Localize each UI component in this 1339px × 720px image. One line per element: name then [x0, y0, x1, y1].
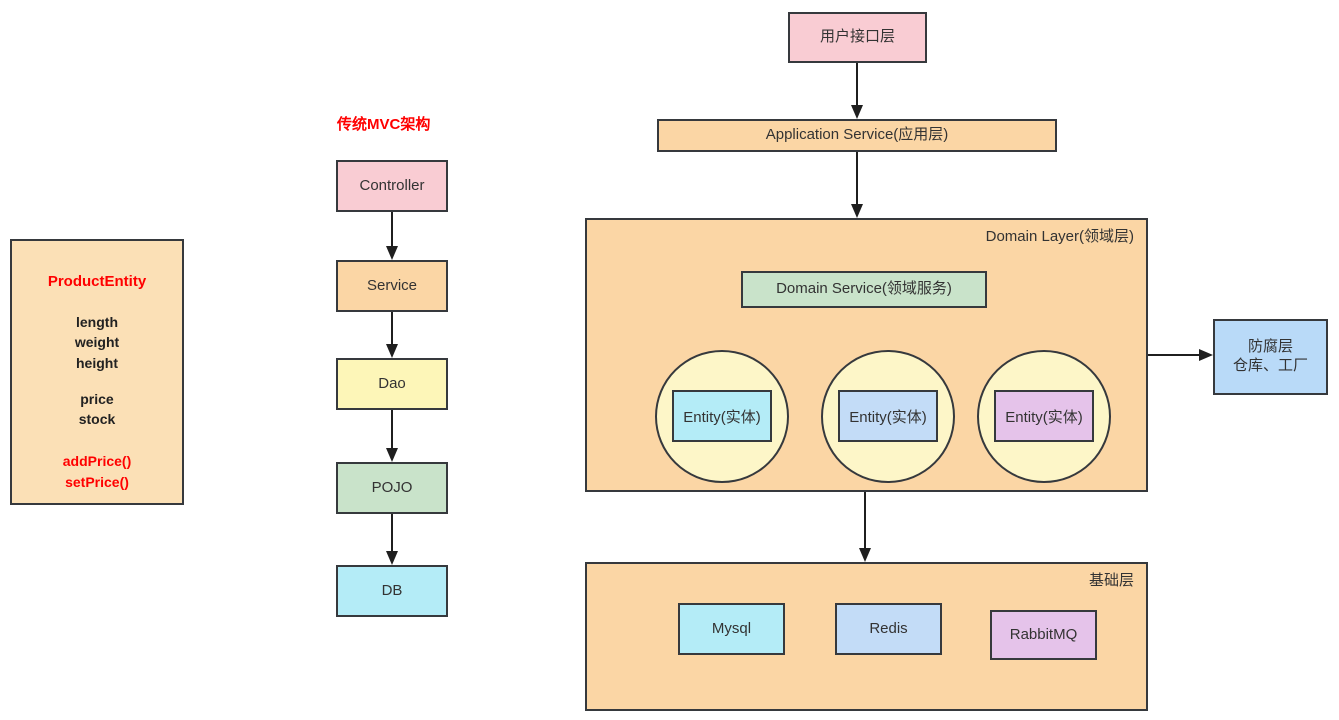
- ddd-entity-box-2[interactable]: Entity(实体): [838, 390, 938, 442]
- ddd-anticorruption-layer-box[interactable]: 防腐层 仓库、工厂: [1213, 319, 1328, 395]
- ddd-infra-component-rabbitmq[interactable]: RabbitMQ: [990, 610, 1097, 660]
- ddd-entity-box-1[interactable]: Entity(实体): [672, 390, 772, 442]
- ddd-domain-service-box[interactable]: Domain Service(领域服务): [741, 271, 987, 308]
- ddd-ui-layer-box[interactable]: 用户接口层: [788, 12, 927, 63]
- mvc-node-pojo[interactable]: POJO: [336, 462, 448, 514]
- product-entity-class-box: ProductEntity length weight height price…: [10, 239, 184, 505]
- mvc-node-dao[interactable]: Dao: [336, 358, 448, 410]
- ddd-infra-component-mysql[interactable]: Mysql: [678, 603, 785, 655]
- product-entity-attributes-pricing: price stock: [78, 390, 116, 428]
- ddd-infrastructure-layer-caption: 基础层: [1088, 572, 1134, 589]
- ddd-application-service-box[interactable]: Application Service(应用层): [657, 119, 1057, 152]
- product-entity-methods: addPrice() setPrice(): [62, 453, 132, 490]
- ddd-entity-box-3[interactable]: Entity(实体): [994, 390, 1094, 442]
- product-entity-title: ProductEntity: [47, 273, 147, 290]
- mvc-section-title: 传统MVC架构: [337, 116, 431, 133]
- product-entity-attributes-dimensions: length weight height: [74, 314, 120, 371]
- mvc-node-controller[interactable]: Controller: [336, 160, 448, 212]
- mvc-node-service[interactable]: Service: [336, 260, 448, 312]
- mvc-node-db[interactable]: DB: [336, 565, 448, 617]
- ddd-infra-component-redis[interactable]: Redis: [835, 603, 942, 655]
- ddd-domain-layer-caption: Domain Layer(领域层): [985, 228, 1134, 245]
